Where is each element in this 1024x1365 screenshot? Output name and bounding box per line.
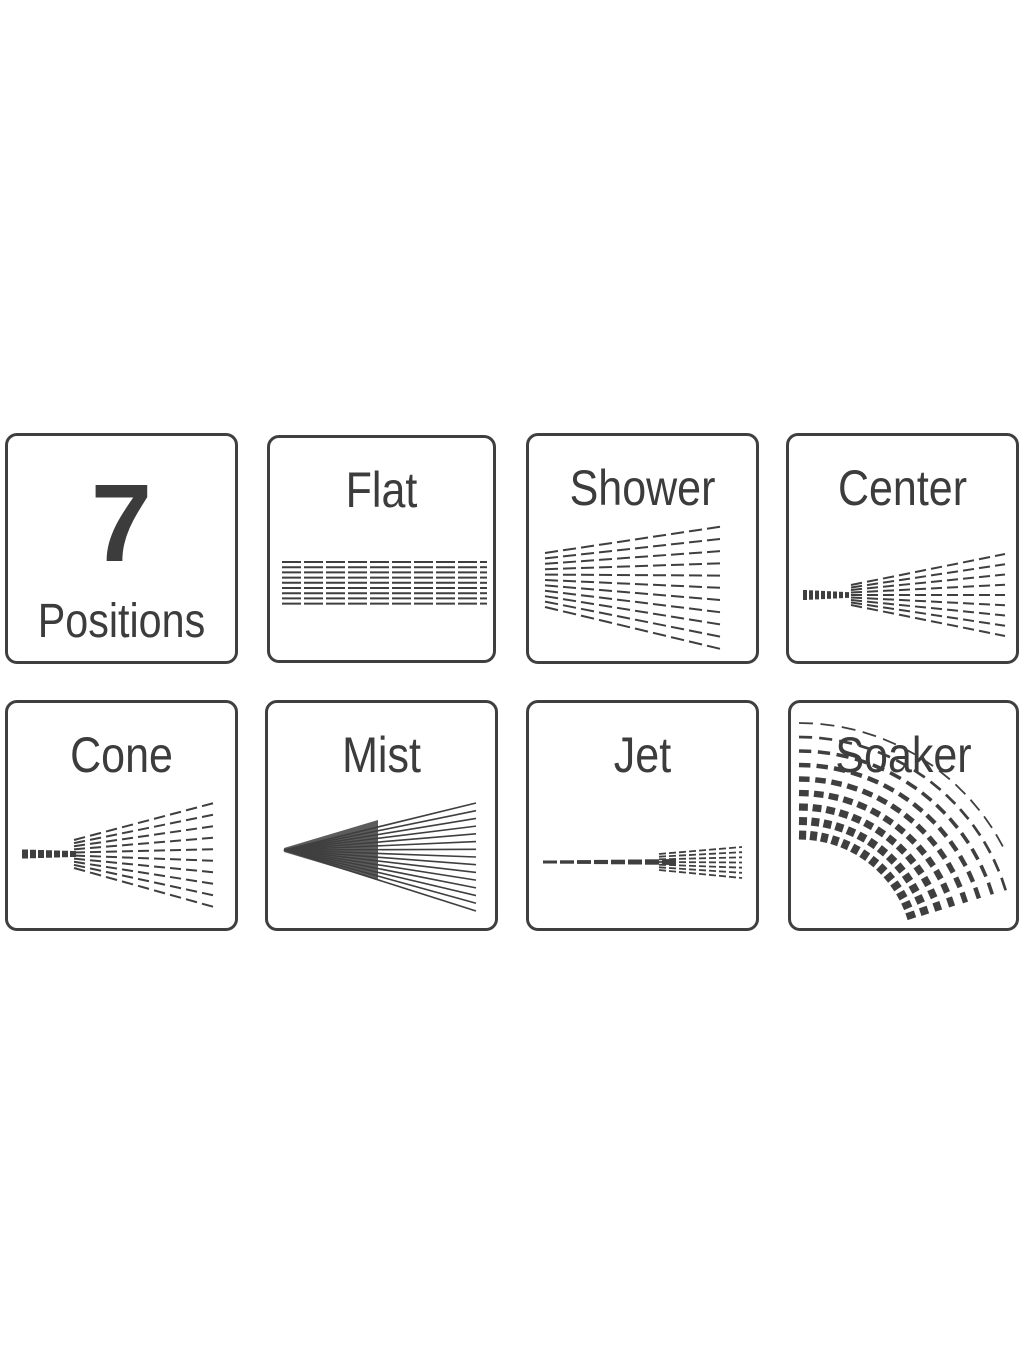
spray-label-mist: Mist (342, 727, 421, 783)
spray-label-center: Center (837, 460, 968, 516)
positions-tile: 7 Positions (5, 433, 238, 664)
spray-tile-center[interactable]: Center (786, 433, 1019, 664)
cone-spray-icon (22, 802, 214, 908)
center-spray-icon (803, 553, 1006, 637)
positions-label: Positions (37, 595, 206, 648)
spray-tile-cone[interactable]: Cone (5, 700, 238, 931)
shower-spray-icon (544, 525, 721, 650)
mist-spray-icon (283, 802, 477, 912)
positions-count: 7 (90, 462, 153, 585)
spray-tile-jet[interactable]: Jet (526, 700, 759, 931)
jet-spray-icon (543, 846, 743, 879)
spray-tile-shower[interactable]: Shower (526, 433, 759, 664)
spray-tile-mist[interactable]: Mist (265, 700, 498, 931)
spray-tile-flat[interactable]: Flat (267, 435, 496, 663)
spray-label-shower: Shower (569, 460, 716, 516)
spray-label-flat: Flat (345, 462, 418, 518)
spray-label-jet: Jet (613, 727, 672, 783)
spray-tile-soaker[interactable]: Soaker (788, 700, 1019, 931)
flat-spray-icon (282, 561, 487, 605)
soaker-spray-icon (798, 722, 1007, 921)
spray-label-cone: Cone (70, 727, 173, 783)
